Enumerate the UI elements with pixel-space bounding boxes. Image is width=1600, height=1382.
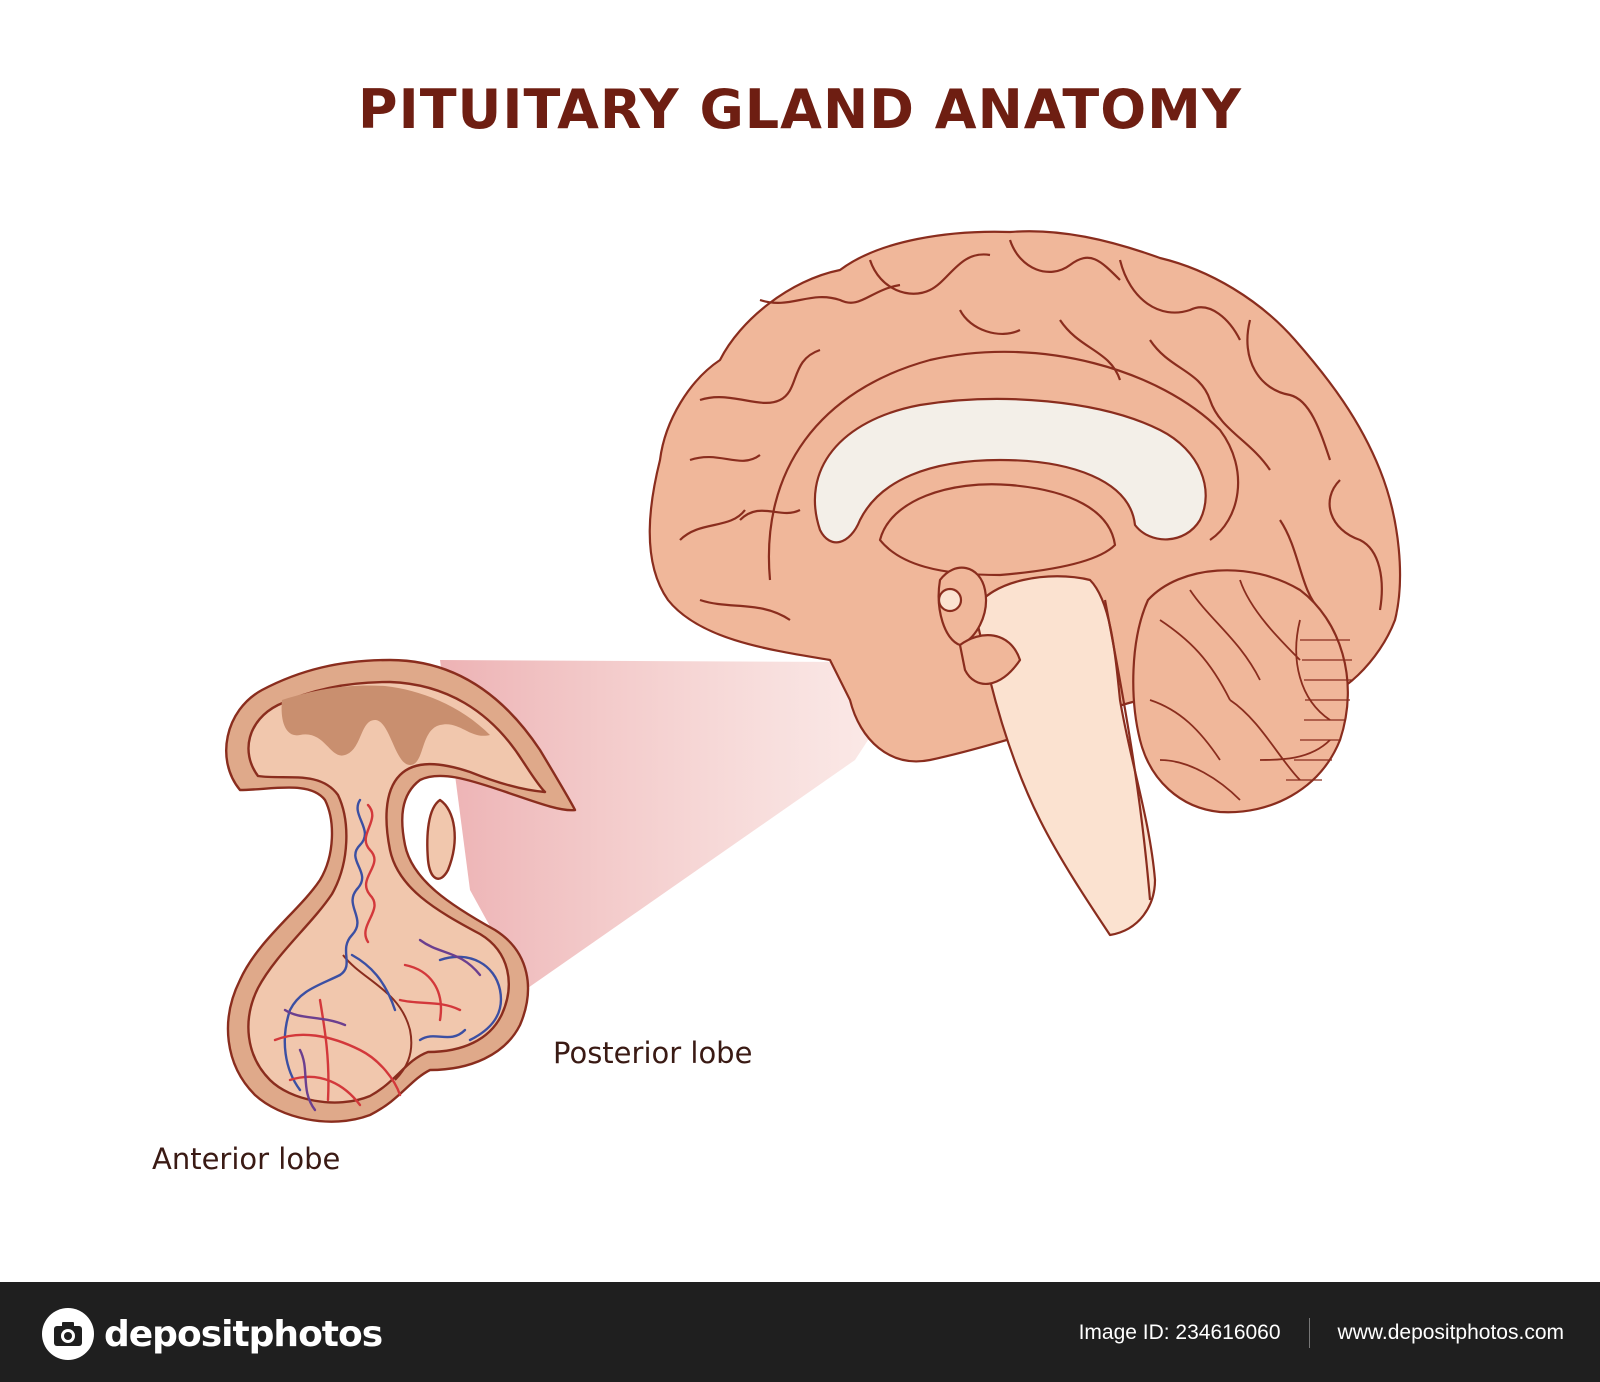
cerebellum-folia — [1149, 579, 1331, 801]
brainstem — [973, 575, 1157, 937]
anterior-lobe-label: Anterior lobe — [152, 1142, 341, 1176]
cingulate-gyrus — [767, 350, 1240, 581]
illustration — [225, 230, 1402, 1123]
brain — [648, 230, 1402, 937]
camera-icon — [42, 1308, 94, 1360]
median-eminence — [281, 685, 490, 765]
page-title: PITUITARY GLAND ANATOMY — [358, 78, 1242, 141]
portal-vessels — [273, 798, 503, 1112]
site-url[interactable]: www.depositphotos.com — [1337, 1321, 1564, 1344]
footer-divider — [1308, 1318, 1310, 1348]
pituitary-in-brain — [937, 587, 963, 613]
corpus-callosum — [813, 397, 1207, 544]
cerebellum-stripes — [1286, 639, 1352, 781]
hypothalamus — [937, 566, 988, 647]
posterior-lobe-outline — [426, 798, 456, 880]
watermark-footer: depositphotos Image ID: 234616060 www.de… — [0, 1282, 1600, 1382]
pituitary-gland — [225, 658, 577, 1123]
cerebellum — [1132, 569, 1349, 814]
zoom-projection — [440, 660, 910, 990]
gland-inner — [247, 680, 547, 1104]
brand-logo[interactable]: depositphotos — [40, 1306, 383, 1362]
posterior-lobe-label: Posterior lobe — [553, 1036, 753, 1070]
footer-info: Image ID: 234616060 www.depositphotos.co… — [1079, 1318, 1564, 1348]
gyri — [679, 239, 1383, 621]
image-id: Image ID: 234616060 — [1078, 1321, 1281, 1344]
brand-name: depositphotos — [104, 1313, 383, 1355]
pons — [958, 634, 1022, 685]
